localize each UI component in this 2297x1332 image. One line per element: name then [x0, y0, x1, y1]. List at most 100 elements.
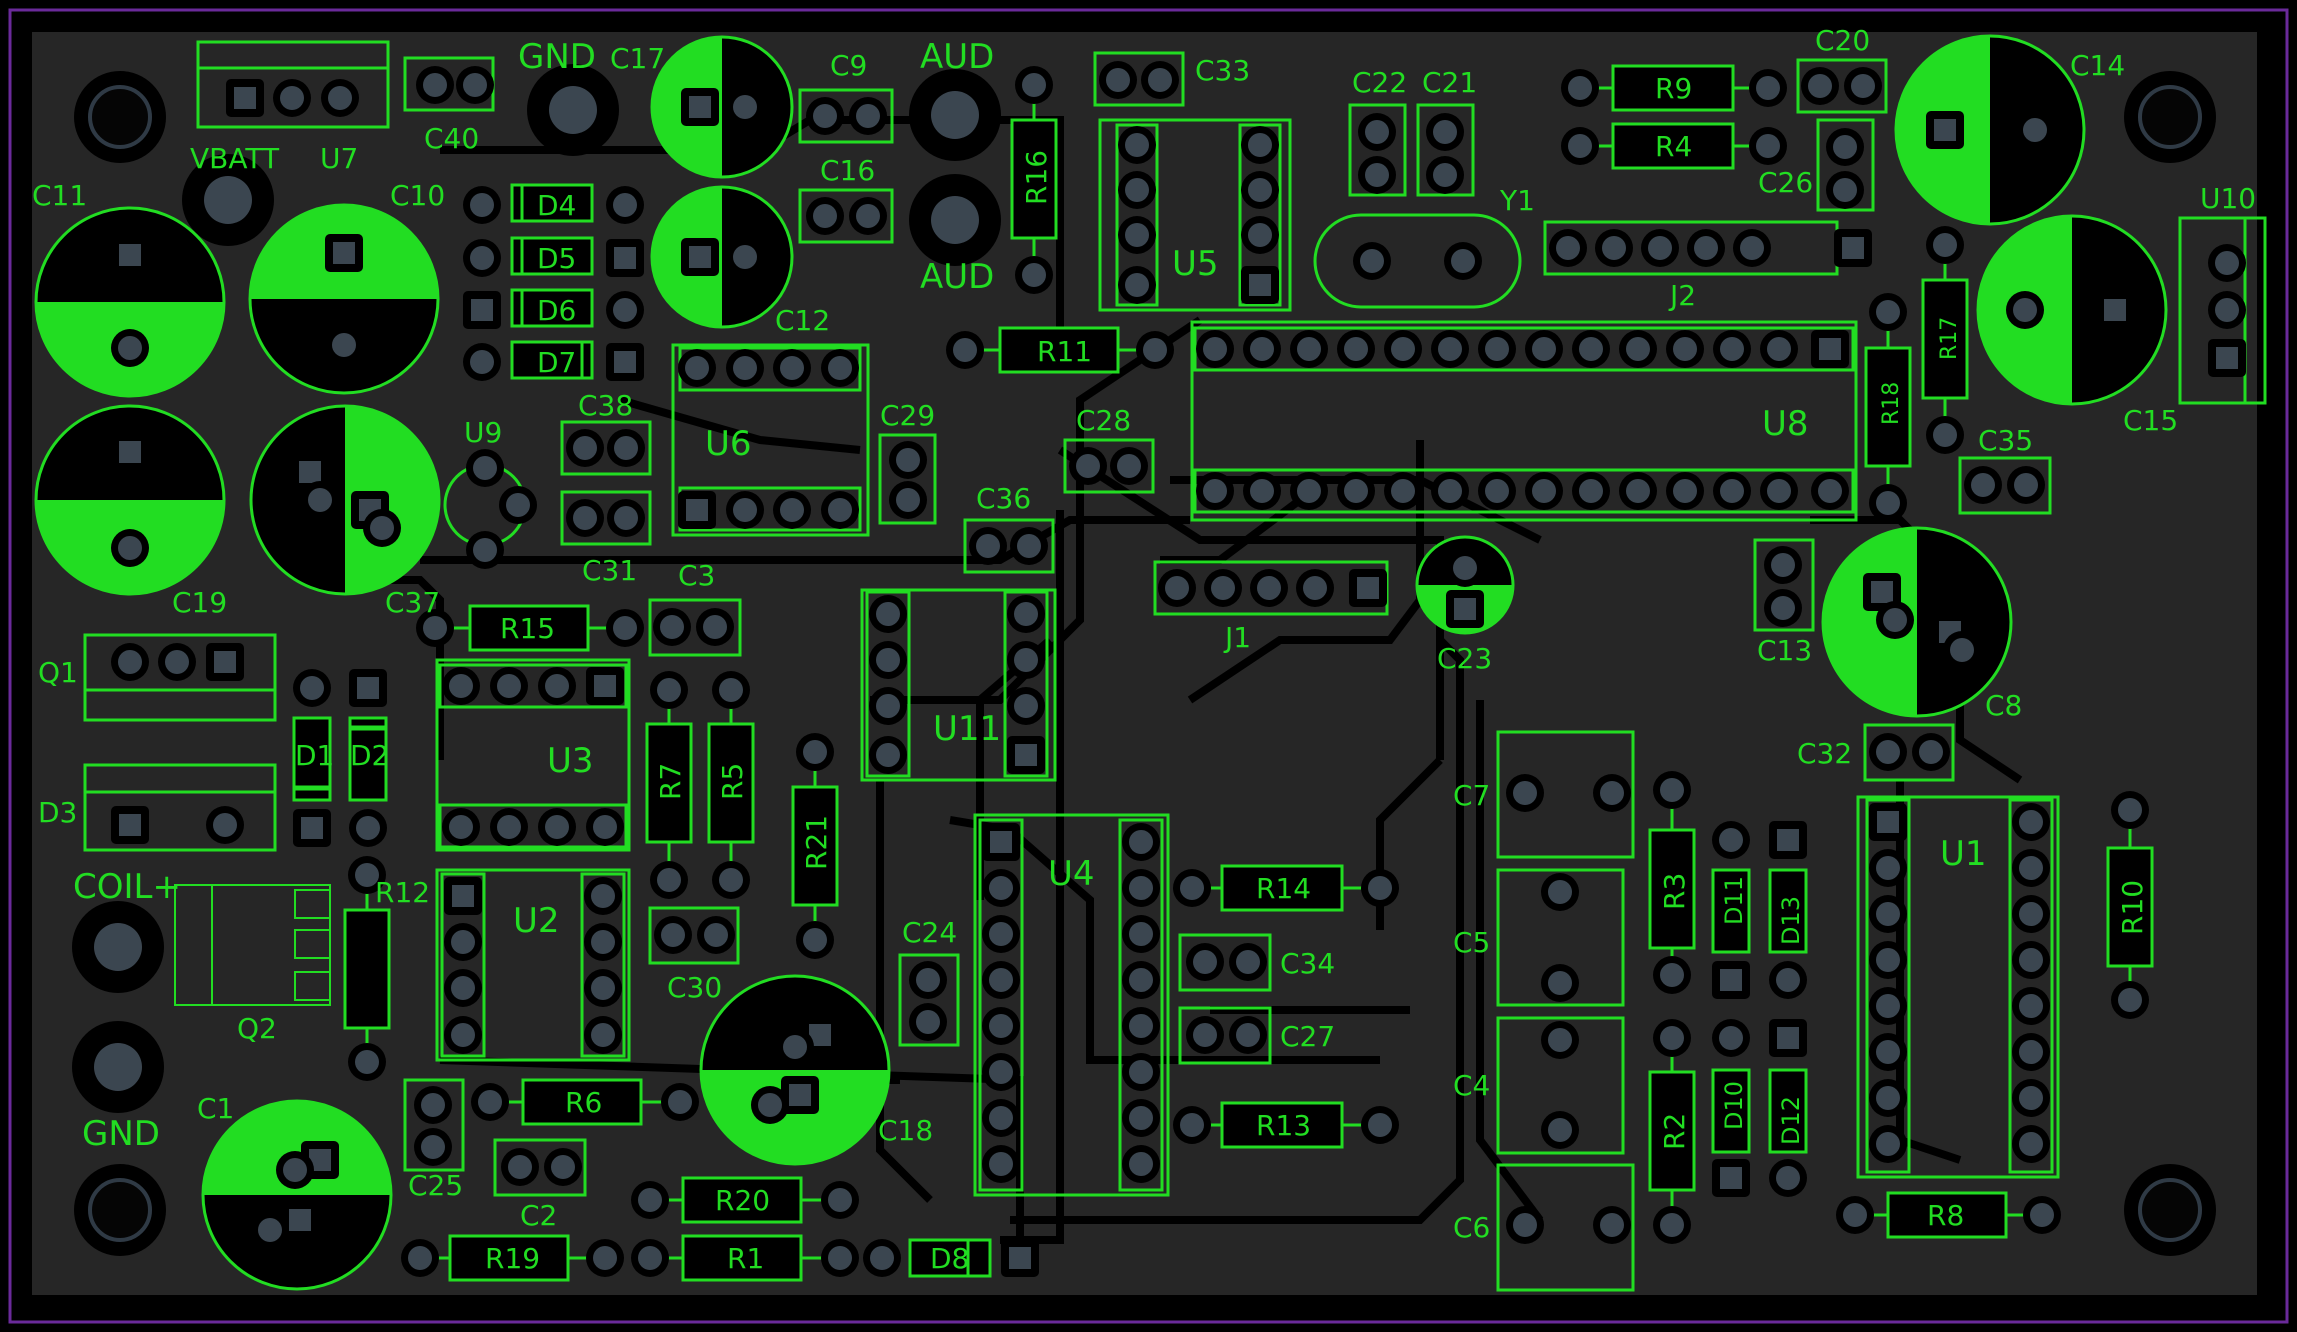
- label-r8: R8: [1927, 1199, 1964, 1232]
- label-q1: Q1: [38, 656, 78, 689]
- cap-c9: [798, 88, 894, 144]
- label-r1: R1: [727, 1242, 764, 1275]
- smd-q2: [174, 884, 331, 1006]
- label-r7: R7: [654, 763, 687, 800]
- label-c27: C27: [1280, 1020, 1335, 1053]
- label-u3: U3: [547, 741, 594, 781]
- label-j2: J2: [1668, 279, 1696, 312]
- cap-c40: [403, 56, 495, 112]
- ic-u11: [860, 588, 1057, 782]
- cap-c4: [1496, 1016, 1625, 1155]
- diode-d12: [1768, 1019, 1808, 1197]
- cap-c2: [493, 1138, 587, 1197]
- mounting-hole-br: [2122, 1162, 2218, 1258]
- diode-d2: [348, 669, 388, 847]
- diode-d8: [863, 1238, 1039, 1278]
- label-c8: C8: [1985, 689, 2022, 722]
- cap-c6: [1496, 1163, 1635, 1292]
- label-c9: C9: [830, 49, 867, 82]
- label-c23: C23: [1437, 642, 1492, 675]
- label-coil: COIL+: [73, 867, 181, 907]
- label-d3: D3: [38, 796, 77, 829]
- label-c15: C15: [2123, 404, 2178, 437]
- cap-c21: [1416, 103, 1475, 197]
- label-c3: C3: [678, 559, 715, 592]
- header-u7: [196, 40, 390, 129]
- label-c18: C18: [878, 1114, 933, 1147]
- resistor-r9: [1561, 64, 1787, 112]
- label-d13: D13: [1777, 896, 1805, 945]
- ic-u1: [1856, 795, 2060, 1179]
- label-u4: U4: [1048, 854, 1095, 894]
- ic-u2: [435, 868, 631, 1062]
- label-c22: C22: [1352, 66, 1407, 99]
- label-c26: C26: [1758, 166, 1813, 199]
- resistor-r15: [416, 604, 644, 652]
- label-u10: U10: [2200, 182, 2256, 215]
- label-c20: C20: [1815, 24, 1870, 57]
- label-r17: R17: [1937, 317, 1962, 360]
- label-c29: C29: [880, 399, 935, 432]
- board-outline: [8, 8, 2289, 1324]
- label-r16: R16: [1020, 150, 1053, 205]
- label-c7: C7: [1453, 779, 1490, 812]
- label-c21: C21: [1422, 66, 1477, 99]
- label-j1: J1: [1223, 621, 1251, 654]
- cap-c14: [1894, 34, 2086, 226]
- label-r21: R21: [800, 815, 833, 870]
- label-r4: R4: [1655, 130, 1692, 163]
- diode-d1: [292, 669, 332, 847]
- cap-c18: [699, 974, 891, 1166]
- label-u5: U5: [1172, 244, 1219, 284]
- cap-c19: [34, 404, 226, 596]
- resistor-r4: [1561, 122, 1787, 170]
- label-gnd-bottom: GND: [82, 1114, 160, 1154]
- cap-c37: [249, 404, 441, 596]
- resistor-r3: [1648, 771, 1696, 994]
- label-d4: D4: [537, 189, 576, 222]
- resistor-r13: [1173, 1101, 1399, 1149]
- resistor-r11: [946, 326, 1174, 374]
- label-r18: R18: [1879, 382, 1904, 425]
- cap-c29: [878, 433, 937, 525]
- label-d2: D2: [350, 739, 389, 772]
- cap-c35: [1958, 456, 2052, 515]
- label-c4: C4: [1453, 1069, 1490, 1102]
- label-r20: R20: [715, 1184, 770, 1217]
- regulator-u9: [443, 449, 537, 569]
- label-c36: C36: [976, 482, 1031, 515]
- label-d8: D8: [930, 1242, 969, 1275]
- label-u2: U2: [513, 901, 560, 941]
- label-c19: C19: [172, 586, 227, 619]
- label-c31: C31: [582, 554, 637, 587]
- label-u6: U6: [705, 424, 752, 464]
- ic-u8: [1190, 320, 1858, 522]
- crystal-y1: [1313, 213, 1522, 309]
- label-c17: C17: [610, 42, 665, 75]
- cap-c15: [1976, 214, 2168, 406]
- header-j1: [1153, 560, 1389, 616]
- resistor-r17: [1921, 226, 1969, 454]
- label-c37: C37: [385, 586, 440, 619]
- cap-c27: [1178, 1006, 1272, 1065]
- resistor-r19: [401, 1234, 624, 1282]
- label-q2: Q2: [237, 1012, 277, 1045]
- label-r5: R5: [716, 763, 749, 800]
- cap-c13: [1753, 538, 1815, 632]
- cap-c20: [1796, 58, 1888, 114]
- label-c38: C38: [578, 389, 633, 422]
- label-r12: R12: [375, 876, 430, 909]
- label-r10: R10: [2116, 880, 2149, 935]
- cap-c33: [1093, 51, 1185, 107]
- aud-bottom-jack: [909, 174, 1001, 266]
- label-r2: R2: [1658, 1113, 1691, 1150]
- label-c32: C32: [1797, 737, 1852, 770]
- cap-c23: [1415, 535, 1515, 635]
- label-r9: R9: [1655, 72, 1692, 105]
- resistor-r18: [1864, 293, 1912, 522]
- label-d5: D5: [537, 242, 576, 275]
- gnd-top-jack: [527, 64, 619, 156]
- cap-c32: [1863, 723, 1955, 782]
- label-r3: R3: [1658, 873, 1691, 910]
